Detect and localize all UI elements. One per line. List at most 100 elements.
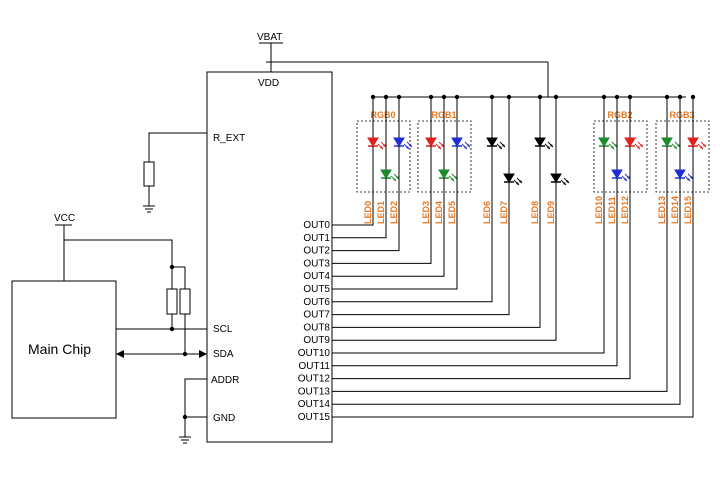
led-emit-arrowhead — [383, 144, 386, 147]
led-emit-arrowhead — [438, 146, 441, 149]
rail-junction — [627, 94, 633, 100]
led-label: LED13 — [657, 196, 667, 224]
scl-label: SCL — [213, 324, 233, 335]
led-output-wire — [332, 146, 631, 380]
output-pin-label: OUT11 — [299, 361, 331, 372]
led-label: LED1 — [376, 201, 386, 224]
output-pin-label: OUT6 — [303, 297, 330, 308]
rail-junction — [370, 94, 376, 100]
r-ext-label: R_EXT — [213, 133, 245, 144]
led-emit-arrowhead — [393, 178, 396, 181]
rail-junction — [396, 94, 402, 100]
r-ext-wire — [148, 132, 207, 162]
rail-junction — [454, 94, 460, 100]
led-output-wire — [332, 146, 541, 328]
output-pin-label: OUT12 — [298, 374, 331, 385]
sda-label: SDA — [213, 349, 234, 360]
led-icon — [425, 137, 437, 147]
led-emit-arrowhead — [566, 180, 569, 183]
led-emit-arrowhead — [614, 144, 617, 147]
led-output-wire — [332, 146, 694, 418]
led-output-wire — [332, 146, 493, 303]
led-icon — [674, 169, 686, 179]
main-chip-label: Main Chip — [28, 341, 91, 357]
sda-arrow-right — [199, 350, 207, 358]
led-output-wire — [332, 146, 668, 392]
rgb-group-label: RGB3 — [669, 110, 694, 120]
addr-label: ADDR — [211, 375, 239, 386]
led-label: LED10 — [594, 196, 604, 224]
led-label: LED8 — [530, 201, 540, 224]
led-emit-arrowhead — [547, 146, 550, 149]
led-emit-arrowhead — [687, 178, 690, 181]
led-emit-arrowhead — [627, 176, 630, 179]
led-emit-arrowhead — [441, 144, 444, 147]
led-icon — [550, 173, 562, 183]
led-emit-arrowhead — [690, 176, 693, 179]
output-pin-label: OUT3 — [303, 258, 330, 269]
led-label: LED11 — [607, 196, 617, 224]
vcc-pullup-wire — [64, 239, 173, 289]
led-emit-arrowhead — [451, 178, 454, 181]
led-emit-arrowhead — [640, 144, 643, 147]
led-label: LED0 — [363, 201, 373, 224]
led-icon — [534, 137, 546, 147]
led-emit-arrowhead — [499, 146, 502, 149]
led-label: LED3 — [421, 201, 431, 224]
junction-pullup — [169, 264, 175, 270]
output-pin-label: OUT9 — [303, 335, 330, 346]
led-emit-arrowhead — [467, 144, 470, 147]
led-label: LED15 — [683, 196, 693, 224]
led-label: LED7 — [499, 201, 509, 224]
rail-junction — [601, 94, 607, 100]
led-emit-arrowhead — [677, 144, 680, 147]
led-label: LED9 — [546, 201, 556, 224]
vdd-label: VDD — [258, 78, 279, 89]
led-emit-arrowhead — [637, 146, 640, 149]
rail-junction — [428, 94, 434, 100]
led-emit-arrowhead — [464, 146, 467, 149]
led-icon — [486, 137, 498, 147]
sda-arrow-left — [116, 350, 124, 358]
output-pin-label: OUT8 — [303, 322, 330, 333]
output-pin-label: OUT14 — [298, 399, 331, 410]
main-chip — [11, 280, 117, 419]
output-pin-label: OUT1 — [303, 233, 330, 244]
led-emit-arrowhead — [406, 146, 409, 149]
led-icon — [438, 169, 450, 179]
led-emit-arrowhead — [611, 146, 614, 149]
output-pin-label: OUT10 — [298, 348, 331, 359]
led-icon — [687, 137, 699, 147]
led-icon — [624, 137, 636, 147]
led-icon — [503, 173, 515, 183]
led-output-wire — [332, 178, 445, 277]
output-pin-label: OUT2 — [303, 246, 330, 257]
led-emit-arrowhead — [563, 182, 566, 185]
led-emit-arrowhead — [409, 144, 412, 147]
led-output-wire — [332, 178, 681, 405]
led-icon — [451, 137, 463, 147]
output-pin-label: OUT15 — [298, 412, 331, 423]
output-pin-label: OUT5 — [303, 284, 330, 295]
led-label: LED12 — [620, 196, 630, 224]
rail-junction — [690, 94, 696, 100]
output-pin-label: OUT4 — [303, 271, 330, 282]
sda-pullup-resistor — [179, 288, 191, 315]
led-output-wire — [332, 146, 432, 264]
led-label: LED5 — [447, 201, 457, 224]
rail-junction — [614, 94, 620, 100]
rgb-group-box — [356, 120, 411, 193]
led-icon — [661, 137, 673, 147]
rgb-group-box — [417, 120, 472, 193]
gnd-label: GND — [213, 413, 235, 424]
led-output-wire — [332, 146, 458, 290]
led-icon — [393, 137, 405, 147]
output-pin-label: OUT13 — [298, 386, 331, 397]
led-emit-arrowhead — [519, 180, 522, 183]
led-icon — [611, 169, 623, 179]
rgb-group-label: RGB0 — [370, 110, 395, 120]
led-output-wire — [332, 178, 387, 239]
r-ext-resistor — [143, 161, 155, 187]
